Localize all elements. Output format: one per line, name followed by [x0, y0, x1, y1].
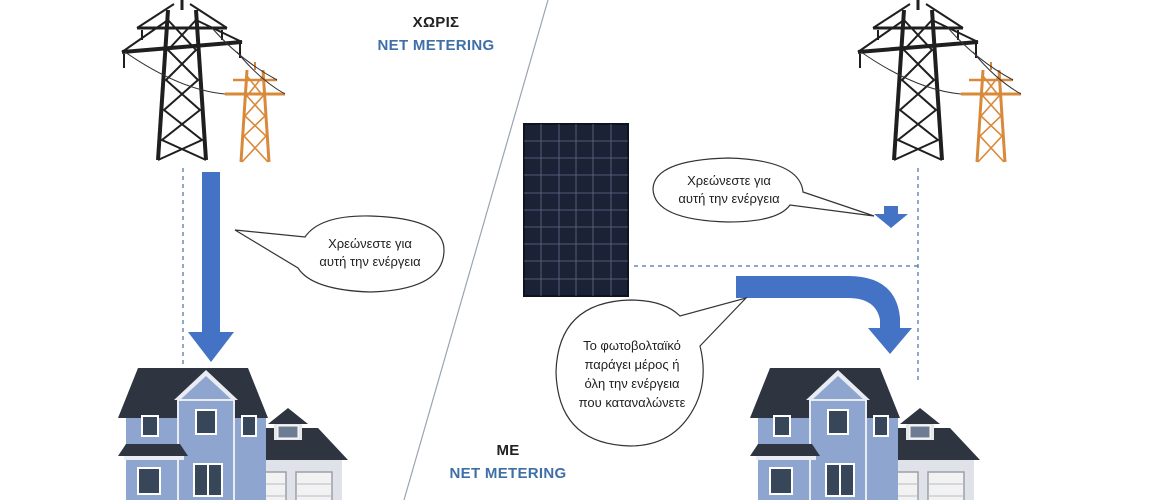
right-small-down-arrow [874, 206, 908, 228]
panel-divider [403, 0, 549, 500]
left-bubble-line2: αυτή την ενέργεια [319, 254, 421, 269]
left-bubble-line1: Χρεώνεστε για [328, 236, 412, 251]
left-downward-arrow [188, 172, 234, 362]
right-solar-bubble-text: Το φωτοβολταϊκό παράγει μέρος ή όλη την … [560, 336, 704, 412]
right-grid-bubble-text: Χρεώνεστε για αυτή την ενέργεια [656, 172, 802, 208]
left-house-icon [117, 367, 349, 500]
right-curved-arrow [736, 276, 912, 354]
right-orange-tower-icon [959, 60, 1023, 164]
right-title-line2: NET METERING [449, 465, 567, 482]
left-dark-tower-icon [120, 0, 244, 162]
left-title-line1: ΧΩΡΙΣ [412, 14, 460, 31]
left-speech-bubble [234, 215, 445, 293]
left-title-line2: NET METERING [377, 37, 495, 54]
right-solar-bubble-line2: παράγει μέρος ή [584, 357, 680, 372]
right-grid-speech-bubble [652, 157, 875, 223]
right-dark-tower-icon [856, 0, 980, 162]
right-grid-bubble-line2: αυτή την ενέργεια [678, 191, 780, 206]
right-solar-bubble-line4: που καταναλώνετε [578, 395, 686, 410]
left-bubble-text: Χρεώνεστε για αυτή την ενέργεια [300, 235, 440, 271]
right-house-icon [749, 367, 981, 500]
solar-panel-icon [523, 123, 629, 297]
left-power-lines [124, 27, 286, 95]
right-power-lines [860, 27, 1022, 95]
right-grid-bubble-line1: Χρεώνεστε για [687, 173, 771, 188]
right-title-line1: ΜΕ [496, 442, 520, 459]
right-solar-bubble-line1: Το φωτοβολταϊκό [583, 338, 681, 353]
right-solar-speech-bubble [555, 296, 748, 447]
left-orange-tower-icon [223, 60, 287, 164]
right-solar-bubble-line3: όλη την ενέργεια [584, 376, 680, 391]
